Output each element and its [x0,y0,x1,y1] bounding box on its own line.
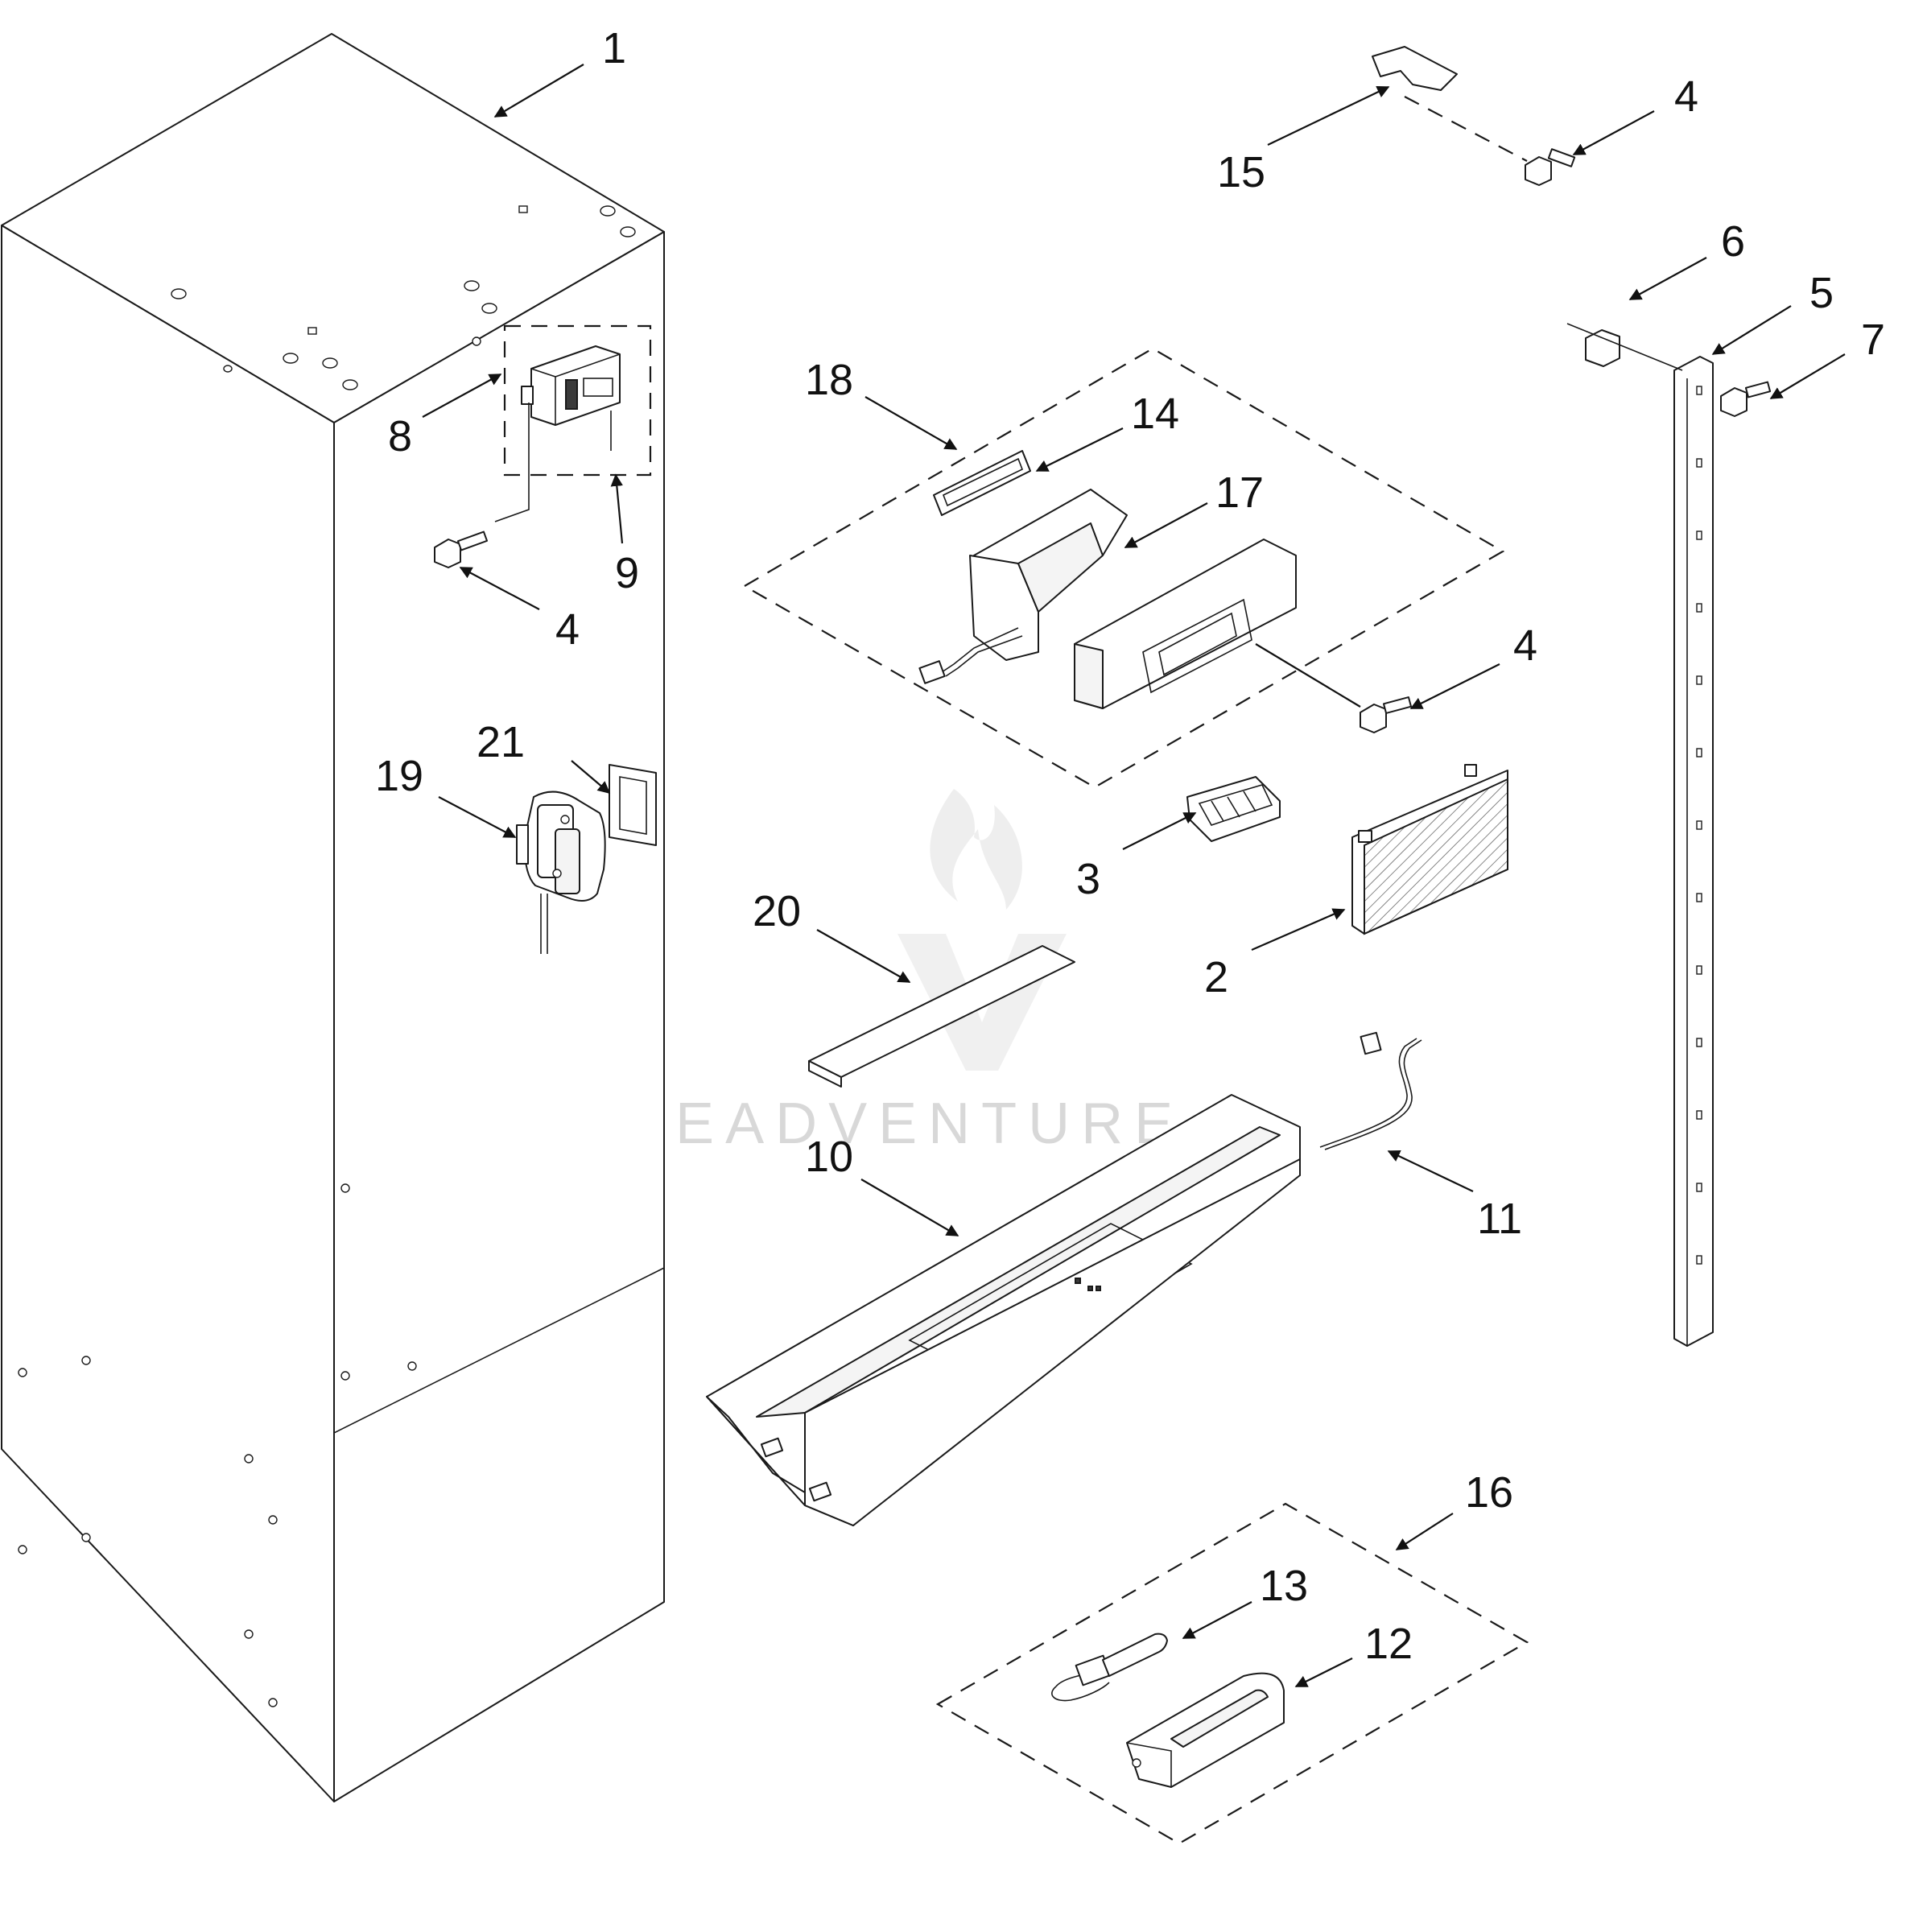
callout-10: 10 [805,1133,853,1181]
callout-3: 3 [1076,855,1100,903]
gasket-part-21 [609,764,657,846]
control-screw [521,386,534,405]
callout-2: 2 [1204,953,1228,1001]
mount-leader-path [494,402,530,522]
cabinet-side-face [333,231,665,1802]
cover-part-20 [808,945,1075,1088]
control-box-assembly [494,324,652,522]
rail-part-5 [1673,356,1714,1347]
screw-part-4-cabinet [434,530,489,568]
cabinet-front-face [1,225,335,1802]
housing-part-10 [706,1094,1301,1526]
screw-part-4-top [1525,148,1576,186]
ice-maker-assembly-outline [742,347,1505,789]
filter-panel-part-2 [1351,764,1508,935]
callout-5: 5 [1809,269,1834,317]
rail-slots [1696,386,1702,1265]
dispenser-housing [1074,539,1297,709]
sensor-part-13 [1051,1633,1168,1702]
callout-14: 14 [1131,390,1179,438]
callout-13: 13 [1260,1562,1308,1610]
callout-8: 8 [388,412,412,460]
watermark: LEADVENTURE [632,789,1184,1156]
cabinet-top-holes [171,205,636,390]
callout-16: 16 [1465,1468,1513,1517]
callout-21: 21 [477,718,525,766]
callout-6: 6 [1721,217,1745,266]
filter-grille-part-3 [1186,776,1281,842]
hinge-part-19 [516,791,606,954]
kit-outline [935,1502,1529,1845]
callout-18: 18 [805,356,853,404]
callout-19: 19 [375,752,423,800]
callout-4: 4 [555,605,580,654]
callout-12: 12 [1364,1620,1413,1668]
callout-15: 15 [1217,148,1265,196]
gasket-part-14 [933,450,1031,516]
ice-maker-assembly-part-18 [742,347,1505,789]
cabinet-front-holes [18,1356,91,1554]
callout-11: 11 [1477,1195,1522,1243]
callout-9: 9 [615,549,639,597]
callout-labels: 1 15 4 6 5 7 18 14 17 8 9 4 4 21 19 3 20… [375,24,1885,1668]
callout-17: 17 [1215,469,1264,517]
spacer-part-6 [1585,329,1620,367]
callout-20: 20 [753,887,801,935]
bin-part-12 [1126,1672,1285,1788]
harness-part-11 [1319,1031,1422,1150]
callout-4: 4 [1513,621,1537,670]
callout-7: 7 [1861,316,1885,364]
kit-part-16 [935,1502,1529,1845]
control-assembly-outline [503,324,652,477]
screw-part-4-right [1360,696,1413,733]
watermark-text: LEADVENTURE [632,1092,1184,1156]
cabinet-side-holes [244,336,481,1707]
bracket-part-15 [1372,46,1458,91]
callout-1: 1 [602,24,626,72]
fill-cup-part-17 [918,489,1128,684]
leader-lines [422,64,1846,1687]
callout-4: 4 [1674,72,1698,121]
screw-part-7 [1720,381,1772,417]
cabinet-inner-edge [333,1267,665,1434]
cabinet-part-1 [1,33,665,1802]
